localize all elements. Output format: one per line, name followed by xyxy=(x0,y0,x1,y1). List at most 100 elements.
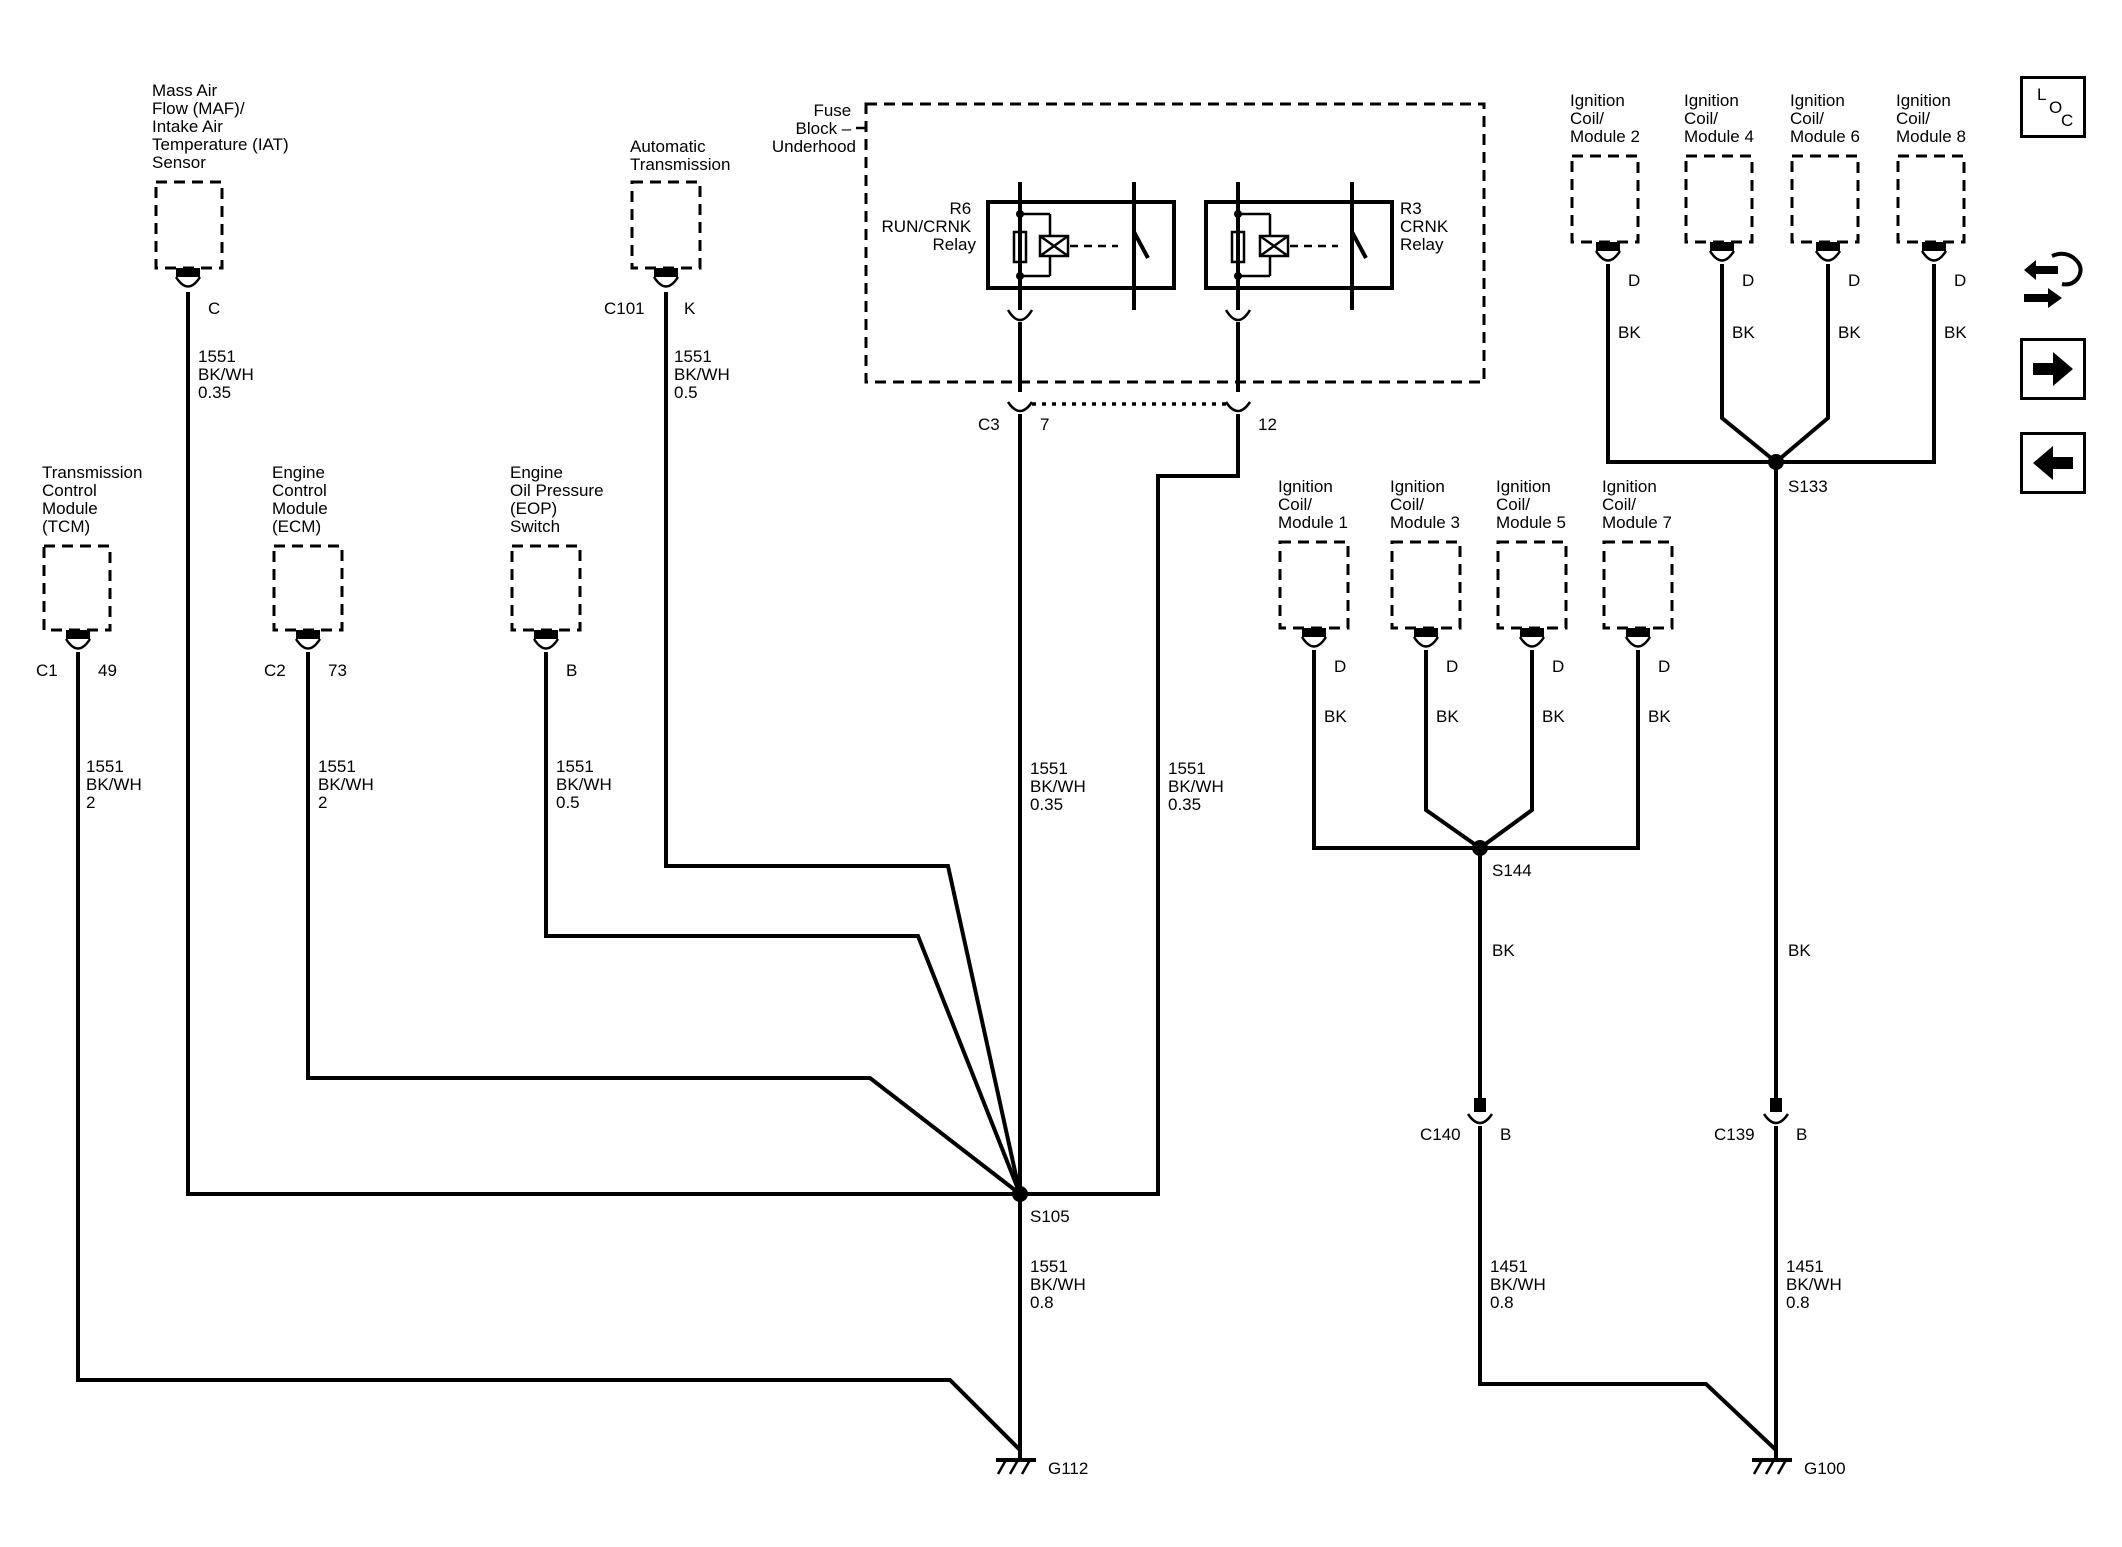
relay-r3-crnk[interactable]: R3 CRNK Relay xyxy=(1204,182,1453,310)
location-icon: L xyxy=(2037,85,2047,104)
c2-connector: C2 73 xyxy=(264,630,347,680)
svg-text:G100: G100 xyxy=(1804,1459,1846,1478)
splice-s105: S105 xyxy=(1012,1186,1070,1226)
relay-r6-run-crnk[interactable]: R6 RUN/CRNK Relay xyxy=(882,182,1176,310)
r6-wire-label: 1551 BK/WH 0.35 xyxy=(1030,759,1090,814)
svg-text:S133: S133 xyxy=(1788,477,1828,496)
svg-text:D: D xyxy=(1552,657,1564,676)
svg-text:C139: C139 xyxy=(1714,1125,1755,1144)
ground-g112: G112 xyxy=(996,1450,1088,1478)
svg-text:BK: BK xyxy=(1618,323,1641,342)
r3-wire-label: 1551 BK/WH 0.35 xyxy=(1168,759,1228,814)
ignition-coil-module-4[interactable]: Ignition Coil/ Module 4 xyxy=(1684,91,1754,244)
location-button[interactable]: L O C xyxy=(2020,76,2086,138)
relay-r6-label: R6 RUN/CRNK Relay xyxy=(882,199,977,254)
arrow-right-icon xyxy=(2033,352,2073,386)
svg-text:BK: BK xyxy=(1436,707,1459,726)
eop-wire-label: 1551 BK/WH 0.5 xyxy=(556,757,616,812)
svg-text:C1: C1 xyxy=(36,661,58,680)
ecm-label: Engine Control Module (ECM) xyxy=(272,463,333,536)
eop-switch[interactable]: Engine Oil Pressure (EOP) Switch xyxy=(510,463,608,632)
splice-s144: S144 xyxy=(1472,840,1532,880)
relay-r3-pin-connector xyxy=(1224,309,1252,322)
coil-6-label: Ignition Coil/ Module 6 xyxy=(1790,91,1860,146)
svg-text:B: B xyxy=(1500,1125,1511,1144)
tcm-label: Transmission Control Module (TCM) xyxy=(42,463,147,536)
svg-text:12: 12 xyxy=(1258,415,1277,434)
svg-text:D: D xyxy=(1848,271,1860,290)
svg-text:S105: S105 xyxy=(1030,1207,1070,1226)
c140-connector: C140 B xyxy=(1420,1098,1511,1144)
tcm-module[interactable]: Transmission Control Module (TCM) xyxy=(42,463,147,632)
maf-iat-sensor[interactable]: Mass Air Flow (MAF)/ Intake Air Temperat… xyxy=(152,81,293,270)
svg-text:D: D xyxy=(1628,271,1640,290)
tcm-wire-label: 1551 BK/WH 2 xyxy=(86,757,146,812)
ignition-coil-module-5[interactable]: Ignition Coil/ Module 5 xyxy=(1496,477,1568,630)
ecm-wire-label: 1551 BK/WH 2 xyxy=(318,757,378,812)
automatic-transmission[interactable]: Automatic Transmission xyxy=(630,137,730,270)
svg-text:D: D xyxy=(1742,271,1754,290)
svg-text:S144: S144 xyxy=(1492,861,1532,880)
maf-label: Mass Air Flow (MAF)/ Intake Air Temperat… xyxy=(152,81,293,172)
c139-connector: C139 B xyxy=(1714,1098,1807,1144)
g100-wires xyxy=(1478,1126,1778,1452)
s144-wires xyxy=(1312,650,1640,1098)
fuse-block-label: Fuse Block – Underhood xyxy=(772,101,856,156)
svg-text:C: C xyxy=(208,299,220,318)
svg-text:73: 73 xyxy=(328,661,347,680)
svg-text:D: D xyxy=(1658,657,1670,676)
svg-text:BK: BK xyxy=(1648,707,1671,726)
svg-text:BK: BK xyxy=(1944,323,1967,342)
c3-connector: C3 7 12 xyxy=(978,322,1277,434)
svg-text:B: B xyxy=(566,661,577,680)
c140-wire-label: 1451 BK/WH 0.8 xyxy=(1490,1257,1550,1312)
coil-3-label: Ignition Coil/ Module 3 xyxy=(1390,477,1460,532)
eop-label: Engine Oil Pressure (EOP) Switch xyxy=(510,463,608,536)
ignition-coil-module-7[interactable]: Ignition Coil/ Module 7 xyxy=(1602,477,1674,630)
relay-r6-pin-connector xyxy=(1006,309,1034,322)
coil-1-label: Ignition Coil/ Module 1 xyxy=(1278,477,1348,532)
auto-trans-label: Automatic Transmission xyxy=(630,137,730,174)
maf-connector: C xyxy=(174,268,220,318)
ecm-module[interactable]: Engine Control Module (ECM) xyxy=(272,463,344,632)
svg-text:C3: C3 xyxy=(978,415,1000,434)
auto-trans-wire-label: 1551 BK/WH 0.5 xyxy=(674,347,734,402)
c1-connector: C1 49 xyxy=(36,630,117,680)
ignition-coil-module-3[interactable]: Ignition Coil/ Module 3 xyxy=(1390,477,1462,630)
svg-text:B: B xyxy=(1796,1125,1807,1144)
coil-8-label: Ignition Coil/ Module 8 xyxy=(1896,91,1966,146)
svg-text:BK: BK xyxy=(1838,323,1861,342)
s144-wire-label: BK xyxy=(1492,941,1515,960)
svg-text:D: D xyxy=(1954,271,1966,290)
svg-text:C101: C101 xyxy=(604,299,645,318)
s133-wire-label: BK xyxy=(1788,941,1811,960)
svg-text:BK: BK xyxy=(1732,323,1755,342)
coil-5-label: Ignition Coil/ Module 5 xyxy=(1496,477,1566,532)
svg-text:D: D xyxy=(1334,657,1346,676)
svg-text:K: K xyxy=(684,299,696,318)
ignition-coil-module-8[interactable]: Ignition Coil/ Module 8 xyxy=(1896,91,1966,244)
svg-text:D: D xyxy=(1446,657,1458,676)
bottom-coil-connectors: D BK D BK D BK D BK xyxy=(1300,628,1671,726)
eop-connector: B xyxy=(532,630,577,680)
svg-text:BK: BK xyxy=(1542,707,1565,726)
c139-wire-label: 1451 BK/WH 0.8 xyxy=(1786,1257,1846,1312)
back-button[interactable] xyxy=(2020,432,2086,494)
maf-wire-label: 1551 BK/WH 0.35 xyxy=(198,347,258,402)
splice-s133: S133 xyxy=(1768,454,1828,496)
svg-text:49: 49 xyxy=(98,661,117,680)
coil-2-label: Ignition Coil/ Module 2 xyxy=(1570,91,1640,146)
s133-wires xyxy=(1606,264,1936,1098)
top-coil-connectors: D BK D BK D BK D BK xyxy=(1594,242,1967,342)
ignition-coil-module-6[interactable]: Ignition Coil/ Module 6 xyxy=(1790,91,1860,244)
fuse-block-underhood[interactable]: Fuse Block – Underhood xyxy=(772,101,1486,384)
coil-4-label: Ignition Coil/ Module 4 xyxy=(1684,91,1754,146)
left-ground-wires xyxy=(76,292,1240,1452)
svg-text:C2: C2 xyxy=(264,661,286,680)
ignition-coil-module-1[interactable]: Ignition Coil/ Module 1 xyxy=(1278,477,1350,630)
forward-button[interactable] xyxy=(2020,338,2086,400)
coil-7-label: Ignition Coil/ Module 7 xyxy=(1602,477,1672,532)
connector-navigation-icon[interactable] xyxy=(2018,246,2088,316)
ignition-coil-module-2[interactable]: Ignition Coil/ Module 2 xyxy=(1570,91,1640,244)
